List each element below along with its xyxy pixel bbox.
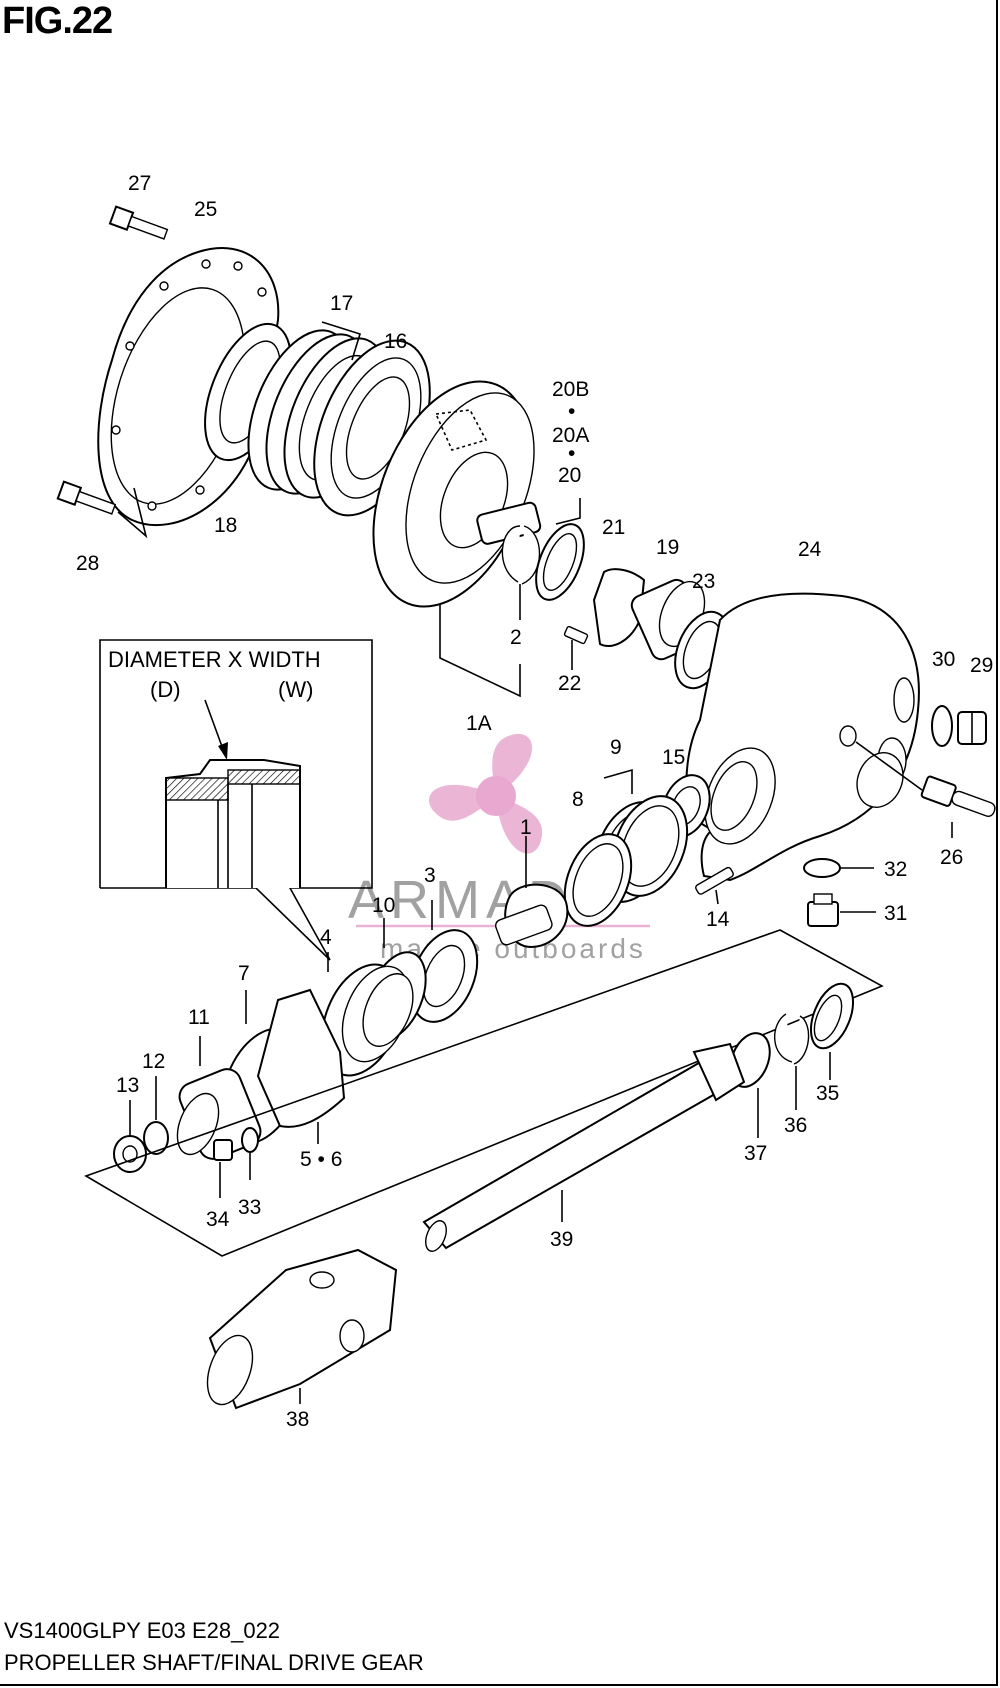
part-27-bolt — [108, 205, 169, 240]
part-label: 34 — [206, 1208, 230, 1231]
figure-title: FIG.22 — [2, 0, 113, 42]
part-32-washer — [803, 858, 841, 878]
part-8-ring — [563, 833, 633, 927]
part-label: 39 — [550, 1228, 573, 1251]
part-label: • — [568, 442, 575, 465]
part-label: 19 — [656, 536, 679, 559]
inset-d-label: (D) — [150, 677, 181, 702]
part-35-ring — [810, 982, 854, 1050]
oil-seal-section — [165, 759, 301, 888]
part-label: 21 — [602, 516, 625, 539]
part-39-shaft — [422, 1042, 746, 1252]
figure-caption: PROPELLER SHAFT/FINAL DRIVE GEAR — [4, 1650, 424, 1675]
part-label: 14 — [706, 908, 730, 931]
part-label: 7 — [238, 962, 250, 985]
part-label: 8 — [572, 788, 584, 811]
part-29-plug — [957, 711, 987, 745]
part-20-ring — [535, 523, 585, 601]
part-label: 9 — [610, 736, 622, 759]
part-label: 36 — [784, 1114, 807, 1137]
part-1a-ring-gear — [372, 380, 542, 608]
inset-heading: DIAMETER X WIDTH — [108, 647, 321, 672]
part-label: 30 — [932, 648, 955, 671]
part-label: 5 • 6 — [300, 1148, 342, 1171]
part-label: 15 — [662, 746, 685, 769]
part-label: 20A — [552, 424, 589, 447]
part-label: 37 — [744, 1142, 767, 1165]
part-2-circlip — [501, 525, 541, 585]
part-label: 20B — [552, 378, 589, 401]
part-label: 13 — [116, 1074, 139, 1097]
part-label: 31 — [884, 902, 907, 925]
part-label: 18 — [214, 514, 237, 537]
part-3-bearing — [409, 929, 479, 1023]
part-label: 11 — [188, 1006, 210, 1029]
part-label: • — [568, 400, 575, 423]
part-label: 16 — [384, 330, 407, 353]
part-31-bolt — [807, 893, 839, 927]
part-1-pinion — [494, 836, 569, 948]
part-26-fitting — [920, 775, 996, 817]
part-label: 10 — [372, 894, 395, 917]
part-13-nut — [113, 1135, 147, 1173]
part-label: 2 — [510, 626, 522, 649]
part-label: 33 — [238, 1196, 261, 1219]
part-label: 1 — [520, 816, 532, 839]
inset-w-label: (W) — [278, 677, 313, 702]
part-4-coupling — [321, 963, 414, 1077]
part-labels: 27 25 17 16 20B • 20A • 20 18 28 21 19 2… — [76, 172, 993, 1431]
part-label: 22 — [558, 672, 581, 695]
part-label: 20 — [558, 464, 581, 487]
part-label: 12 — [142, 1050, 165, 1073]
inset-diameter-width: DIAMETER X WIDTH (D) (W) — [99, 639, 373, 961]
part-label: 1A — [466, 712, 492, 735]
part-label: 38 — [286, 1408, 309, 1431]
part-label: 27 — [128, 172, 151, 195]
part-22-bolt — [563, 625, 589, 645]
part-24-gear-case — [685, 592, 920, 882]
part-14-stud — [695, 866, 734, 895]
part-label: 26 — [940, 846, 963, 869]
part-label: 23 — [692, 570, 715, 593]
part-label: 32 — [884, 858, 907, 881]
part-label: 17 — [330, 292, 353, 315]
propeller-shaft-assembly — [206, 982, 854, 1410]
part-12-washer — [143, 1121, 169, 1155]
part-30-washer — [931, 705, 953, 747]
final-drive-upper-assembly — [56, 205, 996, 1257]
part-label: 35 — [816, 1082, 839, 1105]
model-code: VS1400GLPY E03 E28_022 — [4, 1618, 281, 1643]
part-28-bolt — [56, 480, 117, 515]
part-label: 29 — [970, 654, 993, 677]
part-label: 3 — [424, 864, 436, 887]
part-label: 25 — [194, 198, 217, 221]
part-label: 4 — [320, 926, 332, 949]
propeller-icon — [424, 733, 552, 859]
part-34-bolt — [213, 1139, 233, 1161]
part-label: 24 — [798, 538, 822, 561]
part-38-universal-joint — [206, 1248, 398, 1410]
part-label: 28 — [76, 552, 99, 575]
part-33-washer — [241, 1127, 259, 1153]
part-36-circlip — [773, 1013, 810, 1065]
